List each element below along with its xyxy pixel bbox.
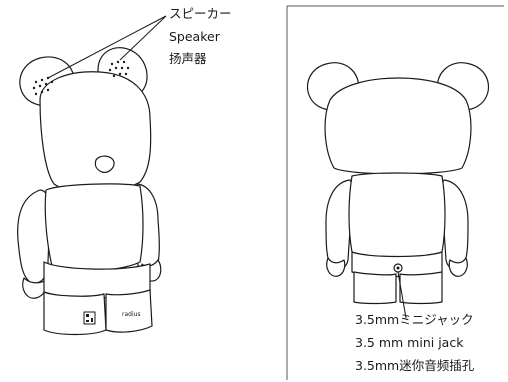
- rear-bear: [306, 62, 490, 305]
- rear-head: [324, 77, 472, 175]
- rear-left-hand: [326, 257, 346, 277]
- jack-callout-line: [397, 271, 407, 319]
- speaker-label-ja: スピーカー: [169, 6, 232, 21]
- rear-right-foot: [399, 271, 443, 305]
- speaker-grille-dots: [32, 60, 130, 96]
- front-right-foot: [105, 289, 153, 333]
- front-torso: [44, 183, 144, 272]
- front-bear: [17, 47, 162, 336]
- rear-left-foot: [353, 271, 397, 305]
- jack-label-zh: 3.5mm迷你音频插孔: [355, 358, 475, 373]
- speaker-label-en: Speaker: [169, 29, 220, 44]
- speaker-label-zh: 扬声器: [169, 51, 207, 66]
- rear-panel-frame: [286, 5, 504, 380]
- jack-label-ja: 3.5mmミニジャック: [355, 312, 474, 327]
- qr-mark: [83, 311, 96, 325]
- rear-right-arm: [441, 179, 469, 270]
- speaker-callout-line-right: [119, 15, 167, 61]
- rear-torso: [348, 172, 446, 259]
- speaker-callout-line-left: [47, 15, 167, 79]
- front-nose: [94, 155, 115, 173]
- jack-label-en: 3.5 mm mini jack: [355, 335, 464, 350]
- brand-mark: radius: [122, 311, 141, 318]
- rear-right-hand: [448, 257, 468, 277]
- front-left-foot: [43, 291, 107, 336]
- front-head: [39, 71, 152, 193]
- rear-left-arm: [325, 179, 353, 270]
